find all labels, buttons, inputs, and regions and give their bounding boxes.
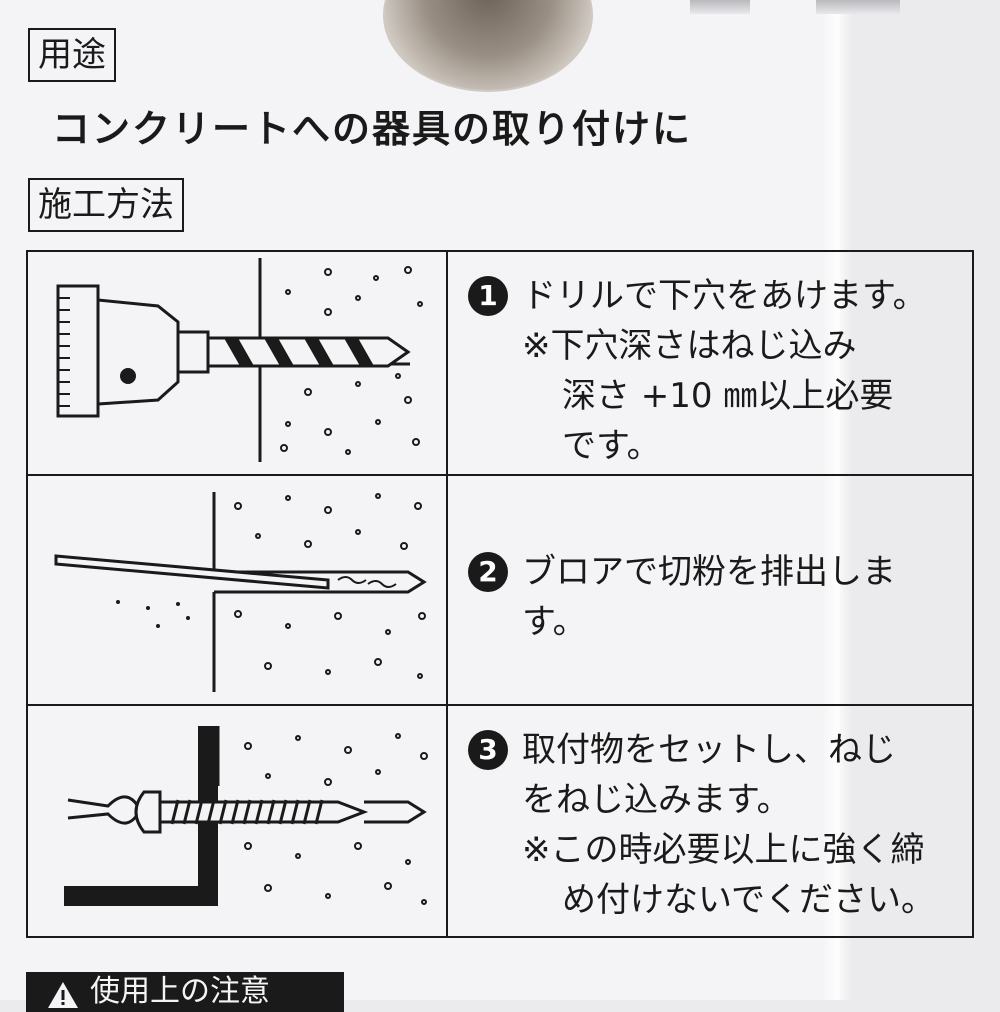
screw-icon: [64, 726, 428, 906]
step-3-line-4: め付けないでください。: [562, 880, 935, 920]
step-row-1: 1 ドリルで下穴をあけます。 ※下穴深さはねじ込み 深さ +10 ㎜以上必要 で…: [28, 252, 972, 476]
step-3-line-3: ※この時必要以上に強く締: [522, 830, 925, 870]
hanger-clip: [816, 0, 900, 14]
step-3-line-2: をねじ込みます。: [522, 780, 791, 820]
drill-illustration: [28, 252, 448, 474]
step-2-line-2: す。: [522, 602, 587, 642]
step-1-text: 1 ドリルで下穴をあけます。 ※下穴深さはねじ込み 深さ +10 ㎜以上必要 で…: [448, 252, 972, 474]
step-number-badge: 3: [468, 730, 508, 770]
usage-label: 用途: [28, 28, 116, 82]
package-card: [0, 0, 840, 1000]
step-number-badge: 2: [468, 552, 508, 592]
step-row-3: 3 取付物をセットし、ねじ をねじ込みます。 ※この時必要以上に強く締 め付けな…: [28, 706, 972, 936]
drill-icon: [56, 258, 423, 462]
blower-illustration: [28, 476, 448, 704]
step-1-line-2: ※下穴深さはねじ込み: [522, 326, 857, 366]
plastic-sheen: [822, 0, 852, 1000]
step-2-text: 2 ブロアで切粉を排出しま す。: [448, 476, 972, 704]
usage-text: コンクリートへの器具の取り付けに: [52, 107, 693, 151]
caution-header: 使用上の注意: [26, 972, 344, 1012]
step-3-line-1: 取付物をセットし、ねじ: [522, 730, 896, 770]
step-1-line-3: 深さ +10 ㎜以上必要: [562, 376, 894, 416]
step-2-line-1: ブロアで切粉を排出しま: [522, 552, 896, 592]
step-3-text: 3 取付物をセットし、ねじ をねじ込みます。 ※この時必要以上に強く締 め付けな…: [448, 706, 972, 936]
method-label: 施工方法: [28, 178, 184, 232]
hanger-clip: [690, 0, 750, 14]
step-row-2: 2 ブロアで切粉を排出しま す。: [28, 476, 972, 706]
warning-triangle-icon: [48, 982, 78, 1008]
blower-icon: [54, 492, 427, 692]
steps-table: 1 ドリルで下穴をあけます。 ※下穴深さはねじ込み 深さ +10 ㎜以上必要 で…: [26, 250, 974, 938]
screw-illustration: [28, 706, 448, 936]
step-1-line-4: です。: [562, 426, 661, 466]
caution-label: 使用上の注意: [90, 974, 270, 1009]
step-1-line-1: ドリルで下穴をあけます。: [522, 276, 927, 316]
step-number-badge: 1: [468, 276, 508, 316]
